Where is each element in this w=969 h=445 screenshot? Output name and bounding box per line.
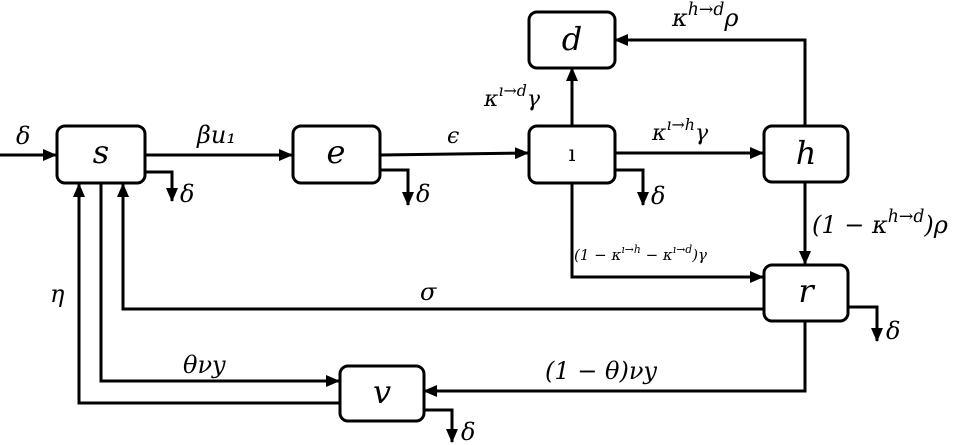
label-e-i: ϵ (447, 124, 459, 149)
edge-s-v (99, 184, 340, 387)
edge-death-e (380, 168, 414, 206)
label-h-d-sup: h→d (688, 0, 725, 20)
edge-r-s (117, 183, 763, 311)
node-s: s (55, 124, 147, 185)
node-v: v (338, 364, 426, 423)
edge-h-d (614, 34, 807, 126)
label-i-h-tail: γ (695, 121, 709, 146)
edge-v-s (73, 183, 339, 405)
edge-i-r (570, 182, 764, 283)
node-i-label: ı (568, 142, 575, 167)
label-h-r-tail: )ρ (923, 211, 947, 239)
label-i-d-base: κ (483, 87, 499, 112)
label-h-d: κh→dρ (671, 0, 739, 32)
label-inflow: δ (16, 122, 30, 150)
label-i-h-base: κ (651, 121, 667, 146)
node-s-label: s (93, 133, 109, 171)
label-h-d-base: κ (671, 4, 688, 32)
label-r-v: (1 − θ)νy (545, 357, 657, 385)
label-i-r: (1 − κı→h − κı→d)γ (574, 243, 707, 264)
label-death-e: δ (416, 180, 430, 208)
node-h: h (762, 124, 850, 184)
node-e-label: e (327, 133, 346, 171)
label-i-h: κı→hγ (651, 115, 709, 146)
node-h-label: h (796, 134, 817, 172)
edge-death-s (145, 170, 178, 202)
label-i-d-sup: ı→d (498, 81, 526, 100)
label-i-r-tail: )γ (691, 246, 707, 264)
edge-death-v (424, 408, 458, 443)
node-r: r (762, 263, 850, 323)
label-death-r: δ (886, 317, 900, 345)
node-d: d (527, 10, 617, 70)
edge-death-i (615, 168, 649, 206)
label-i-r-sup1: ı→h (621, 243, 640, 256)
node-r-label: r (798, 272, 815, 310)
label-death-s: δ (180, 180, 194, 208)
label-i-d: κı→dγ (483, 81, 541, 112)
node-i: ı (527, 124, 617, 185)
label-s-e: βu₁ (196, 121, 236, 149)
label-s-v: θνy (183, 351, 226, 379)
node-e: e (291, 124, 382, 185)
label-death-i: δ (651, 182, 665, 210)
label-h-d-tail: ρ (723, 4, 738, 32)
edge-e-i (379, 147, 529, 160)
label-i-r-head: (1 − κ (574, 246, 622, 264)
node-v-label: v (373, 373, 391, 411)
label-h-r-head: (1 − κ (812, 211, 888, 239)
label-i-r-sup2: ı→d (673, 243, 692, 256)
label-r-s: σ (420, 278, 437, 306)
label-i-d-tail: γ (527, 87, 541, 112)
label-i-h-sup: ı→h (666, 115, 695, 134)
label-h-r: (1 − κh→d)ρ (812, 207, 948, 239)
edge-death-r (848, 305, 883, 342)
label-death-v: δ (461, 418, 475, 445)
label-i-r-mid: − κ (641, 246, 673, 264)
label-h-r-sup: h→d (888, 207, 925, 227)
node-d-label: d (562, 20, 582, 58)
label-v-s: η (50, 280, 65, 308)
edge-r-v (423, 322, 807, 397)
